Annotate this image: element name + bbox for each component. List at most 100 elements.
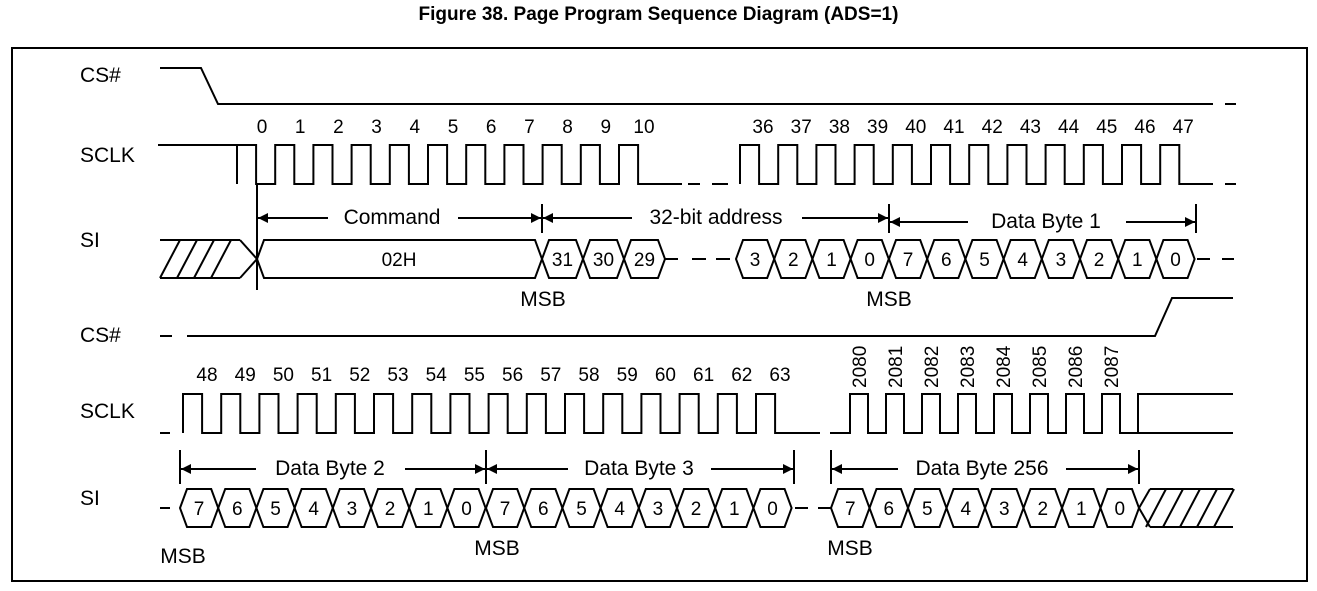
si-transition xyxy=(239,239,258,260)
clock-number: 39 xyxy=(867,117,888,138)
data256-arrow-head-left xyxy=(832,464,842,474)
clock-number-rotated: 2087 xyxy=(1102,346,1123,388)
diagram-frame xyxy=(11,47,1308,582)
si-label-top: SI xyxy=(80,229,100,252)
clock-number: 56 xyxy=(502,365,523,386)
clock-number: 9 xyxy=(601,117,612,138)
data3-bit: 4 xyxy=(614,499,625,520)
data1-cell xyxy=(1155,239,1196,279)
address-b-bit: 1 xyxy=(826,250,837,271)
data2-bit: 0 xyxy=(461,499,472,520)
clock-number-rotated: 2085 xyxy=(1030,346,1051,388)
clock-number-rotated: 2084 xyxy=(994,345,1015,388)
data256-bit: 1 xyxy=(1076,499,1087,520)
data3-bit: 5 xyxy=(576,499,587,520)
clock-number: 52 xyxy=(349,365,370,386)
data256-bit: 0 xyxy=(1114,499,1125,520)
sclk-waveform-top-b xyxy=(739,144,1213,185)
clock-number: 47 xyxy=(1173,117,1194,138)
data2-bit: 2 xyxy=(385,499,396,520)
data1-bit: 3 xyxy=(1056,250,1067,271)
data2-arrow-head-left xyxy=(181,464,191,474)
clock-number-rotated: 2080 xyxy=(850,346,871,388)
data256-arrow-head-right xyxy=(1128,464,1138,474)
clock-number: 63 xyxy=(769,365,790,386)
clock-number: 57 xyxy=(540,365,561,386)
si-hatch-stroke xyxy=(193,239,215,279)
data3-bit: 2 xyxy=(691,499,702,520)
data3-arrow-head-left xyxy=(487,464,497,474)
address-a-bit: 30 xyxy=(593,250,614,271)
si-hatch-stroke xyxy=(1179,488,1201,528)
data3-bit: 3 xyxy=(653,499,664,520)
clock-number: 46 xyxy=(1134,117,1155,138)
clock-number: 8 xyxy=(562,117,573,138)
address-a-bit: 31 xyxy=(552,250,573,271)
data1-bit: 1 xyxy=(1132,250,1143,271)
cs-label-top: CS# xyxy=(80,64,121,87)
clock-number: 38 xyxy=(829,117,850,138)
clock-number: 50 xyxy=(273,365,294,386)
si-hatch-stroke xyxy=(176,239,198,279)
clock-number: 36 xyxy=(752,117,773,138)
clock-number: 59 xyxy=(617,365,638,386)
clock-number-rotated: 2082 xyxy=(922,346,943,388)
command-arrow-head-right xyxy=(531,213,541,223)
address-arrow-head-left xyxy=(543,213,553,223)
address-a-bit: 29 xyxy=(634,250,655,271)
clock-number: 54 xyxy=(426,365,448,386)
si-hatch-stroke xyxy=(1162,488,1184,528)
msb-label-data1: MSB xyxy=(866,288,912,311)
clock-number: 48 xyxy=(196,365,217,386)
address-label: 32-bit address xyxy=(649,206,782,229)
cs-waveform-bottom xyxy=(187,297,1233,337)
sclk-waveform-bottom-b xyxy=(830,393,1233,434)
clock-number-rotated: 2083 xyxy=(958,346,979,388)
data2-bit: 4 xyxy=(308,499,319,520)
data256-bit: 4 xyxy=(960,499,971,520)
data2-bit: 1 xyxy=(423,499,434,520)
data-byte-2-label: Data Byte 2 xyxy=(275,457,385,480)
data-byte-1-label: Data Byte 1 xyxy=(991,210,1101,233)
clock-number-rotated: 2081 xyxy=(886,346,907,388)
si-hatch-stroke xyxy=(1196,488,1218,528)
data-byte-256-label: Data Byte 256 xyxy=(915,457,1048,480)
address-arrow-head-right xyxy=(878,213,888,223)
clock-number: 55 xyxy=(464,365,485,386)
data3-bit: 0 xyxy=(767,499,778,520)
sclk-waveform-top-a xyxy=(158,144,682,185)
clock-number: 40 xyxy=(905,117,926,138)
command-label: Command xyxy=(344,206,441,229)
data2-bit: 6 xyxy=(232,499,243,520)
address-b-bit: 2 xyxy=(788,250,799,271)
command-arrow-head-left xyxy=(258,213,268,223)
si-transition xyxy=(239,258,258,279)
clock-number: 45 xyxy=(1096,117,1117,138)
clock-number: 49 xyxy=(235,365,256,386)
clock-number: 43 xyxy=(1020,117,1041,138)
data256-bit: 6 xyxy=(883,499,894,520)
clock-number: 58 xyxy=(578,365,599,386)
data2-bit: 7 xyxy=(194,499,205,520)
data1-bit: 7 xyxy=(903,250,914,271)
data1-arrow-head-right xyxy=(1185,217,1195,227)
clock-number-rotated: 2086 xyxy=(1066,346,1087,388)
address-b-bit: 3 xyxy=(750,250,761,271)
clock-number: 3 xyxy=(371,117,382,138)
msb-label-address: MSB xyxy=(520,288,566,311)
msb-label-data256: MSB xyxy=(827,537,873,560)
clock-number: 4 xyxy=(410,117,421,138)
msb-label-data2: MSB xyxy=(160,545,206,568)
clock-number: 60 xyxy=(655,365,676,386)
clock-number: 61 xyxy=(693,365,714,386)
clock-number: 1 xyxy=(295,117,306,138)
data-byte-3-label: Data Byte 3 xyxy=(584,457,694,480)
clock-number: 42 xyxy=(982,117,1003,138)
sclk-label-top: SCLK xyxy=(80,144,135,167)
sclk-waveform-bottom-a xyxy=(182,393,820,434)
data2-arrow-head-right xyxy=(475,464,485,474)
clock-number: 44 xyxy=(1058,117,1080,138)
clock-number: 2 xyxy=(333,117,344,138)
